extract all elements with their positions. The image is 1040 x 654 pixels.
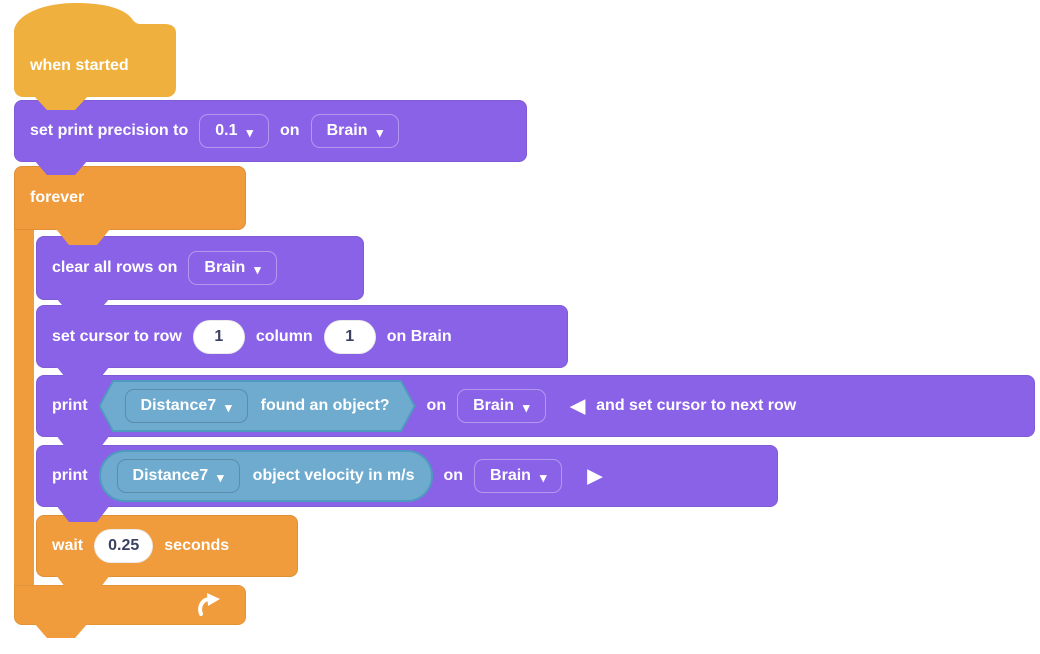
- wait-label: wait: [52, 537, 84, 554]
- chevron-down-icon: ▾: [523, 399, 530, 415]
- loop-arrow-icon: [198, 593, 220, 616]
- set-cursor-next-row-label: and set cursor to next row: [596, 397, 797, 414]
- block-connector-tab: [34, 623, 88, 638]
- column-input[interactable]: 1: [323, 319, 376, 354]
- sensor-value-reporter[interactable]: Distance7 ▾ object velocity in m/s: [98, 450, 433, 502]
- forever-block[interactable]: forever: [14, 166, 246, 230]
- print-label: print: [52, 467, 88, 484]
- expand-right-icon[interactable]: ▶: [587, 465, 603, 487]
- device-dropdown[interactable]: Brain ▾: [310, 114, 400, 148]
- wait-block[interactable]: wait 0.25 seconds: [36, 515, 298, 577]
- on-label: on: [443, 467, 464, 484]
- sensor-property-label: found an object?: [260, 397, 390, 414]
- block-connector-tab: [56, 505, 110, 522]
- print-velocity-block[interactable]: print Distance7 ▾ object velocity in m/s…: [36, 445, 778, 507]
- chevron-down-icon: ▾: [539, 469, 547, 485]
- hat-dome-shape: [14, 3, 176, 35]
- forever-bottom-arm: [14, 585, 246, 625]
- sensor-dropdown[interactable]: Distance7 ▾: [116, 459, 240, 493]
- precision-value: 0.1: [215, 122, 238, 139]
- device-value: Brain: [204, 259, 246, 276]
- sensor-value: Distance7: [140, 397, 217, 414]
- forever-left-arm: [14, 229, 34, 586]
- block-connector-tab: [56, 435, 110, 452]
- device-value: Brain: [326, 122, 368, 139]
- set-print-precision-block[interactable]: set print precision to 0.1 ▾ on Brain ▾: [14, 100, 527, 162]
- block-connector-tab: [56, 366, 110, 382]
- device-dropdown[interactable]: Brain ▾: [188, 251, 277, 285]
- set-print-precision-label: set print precision to: [30, 122, 189, 139]
- block-connector-tab: [56, 575, 110, 592]
- clear-all-rows-label: clear all rows on: [52, 259, 178, 276]
- sensor-boolean-reporter[interactable]: Distance7 ▾ found an object?: [99, 380, 416, 432]
- row-input[interactable]: 1: [192, 319, 245, 354]
- chevron-down-icon: ▾: [246, 124, 254, 140]
- device-dropdown[interactable]: Brain ▾: [457, 389, 546, 423]
- chevron-down-icon: ▾: [225, 399, 232, 415]
- on-label: on: [426, 397, 447, 414]
- on-brain-label: on Brain: [386, 327, 452, 345]
- on-label: on: [280, 122, 300, 139]
- clear-all-rows-block[interactable]: clear all rows on Brain ▾: [36, 236, 364, 300]
- block-connector-tab: [34, 96, 88, 110]
- sensor-dropdown[interactable]: Distance7 ▾: [124, 389, 248, 423]
- wait-seconds-input[interactable]: 0.25: [94, 529, 154, 563]
- chevron-down-icon: ▾: [376, 124, 384, 140]
- when-started-block[interactable]: when started: [14, 34, 176, 97]
- precision-dropdown[interactable]: 0.1 ▾: [199, 114, 270, 148]
- device-value: Brain: [473, 397, 514, 414]
- print-found-object-block[interactable]: print Distance7 ▾ found an object? on Br…: [36, 375, 1035, 437]
- chevron-down-icon: ▾: [254, 261, 261, 277]
- sensor-property-label: object velocity in m/s: [252, 467, 415, 484]
- set-cursor-block[interactable]: set cursor to row 1 column 1 on Brain: [36, 305, 568, 368]
- forever-label: forever: [30, 189, 85, 206]
- seconds-label: seconds: [164, 537, 230, 554]
- hexagon-shape-fill: [101, 382, 414, 430]
- device-dropdown[interactable]: Brain ▾: [474, 459, 563, 493]
- block-connector-tab: [56, 229, 110, 245]
- sensor-value: Distance7: [132, 467, 209, 484]
- set-cursor-label: set cursor to row: [52, 327, 182, 345]
- block-connector-tab: [56, 298, 110, 313]
- column-label: column: [255, 327, 313, 345]
- chevron-down-icon: ▾: [217, 469, 224, 485]
- block-connector-tab: [34, 160, 88, 175]
- print-label: print: [52, 397, 88, 414]
- when-started-label: when started: [30, 56, 129, 74]
- collapse-left-icon[interactable]: ◀: [570, 395, 586, 417]
- device-value: Brain: [490, 467, 531, 484]
